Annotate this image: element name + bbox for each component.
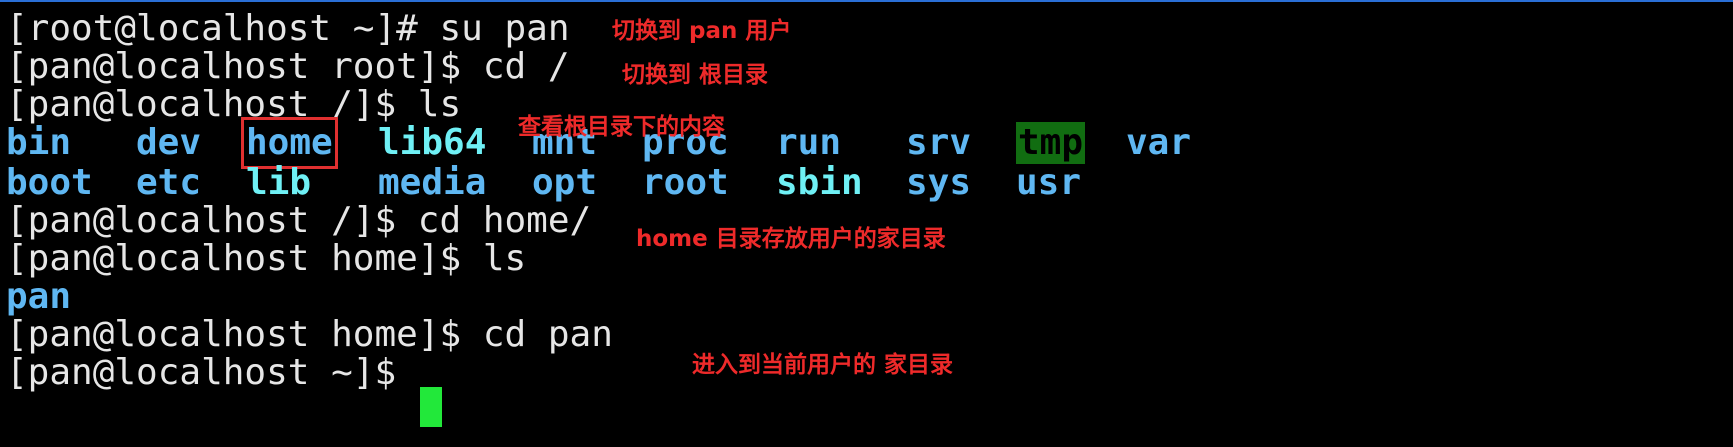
dir-lib: lib bbox=[246, 162, 312, 203]
dir-opt: opt bbox=[532, 162, 598, 203]
terminal-prompt[interactable]: [pan@localhost ~]$ bbox=[6, 352, 418, 393]
terminal-line-cd-home: [pan@localhost /]$ cd home/ bbox=[6, 200, 592, 241]
terminal-line-cd-root: [pan@localhost root]$ cd / bbox=[6, 46, 570, 87]
annotation-su-pan: 切换到 pan 用户 bbox=[612, 18, 792, 44]
dir-media: media bbox=[378, 162, 487, 203]
dir-etc: etc bbox=[136, 162, 202, 203]
dir-lib64: lib64 bbox=[378, 122, 487, 163]
dir-dev: dev bbox=[136, 122, 202, 163]
annotation-cd-pan: 进入到当前用户的 家目录 bbox=[692, 352, 954, 378]
annotation-ls-root: 查看根目录下的内容 bbox=[518, 114, 725, 140]
terminal-line-su: [root@localhost ~]# su pan bbox=[6, 8, 570, 49]
terminal-cursor bbox=[420, 387, 442, 427]
annotation-cd-root: 切换到 根目录 bbox=[622, 62, 769, 88]
dir-home: home bbox=[241, 117, 338, 169]
terminal-line-ls-home: [pan@localhost home]$ ls bbox=[6, 238, 527, 279]
dir-var: var bbox=[1126, 122, 1192, 163]
dir-srv: srv bbox=[906, 122, 972, 163]
dir-pan: pan bbox=[6, 276, 72, 317]
dir-boot: boot bbox=[6, 162, 93, 203]
dir-bin: bin bbox=[6, 122, 72, 163]
annotation-home-dir: home 目录存放用户的家目录 bbox=[636, 226, 946, 252]
dir-usr: usr bbox=[1016, 162, 1082, 203]
dir-mnt: mnt bbox=[532, 122, 598, 163]
terminal-line-cd-pan: [pan@localhost home]$ cd pan bbox=[6, 314, 613, 355]
dir-proc: proc bbox=[642, 122, 729, 163]
dir-sys: sys bbox=[906, 162, 972, 203]
dir-sbin: sbin bbox=[776, 162, 863, 203]
dir-root: root bbox=[642, 162, 729, 203]
dir-tmp: tmp bbox=[1016, 122, 1086, 164]
terminal-line-ls: [pan@localhost /]$ ls bbox=[6, 84, 462, 125]
dir-run: run bbox=[776, 122, 842, 163]
